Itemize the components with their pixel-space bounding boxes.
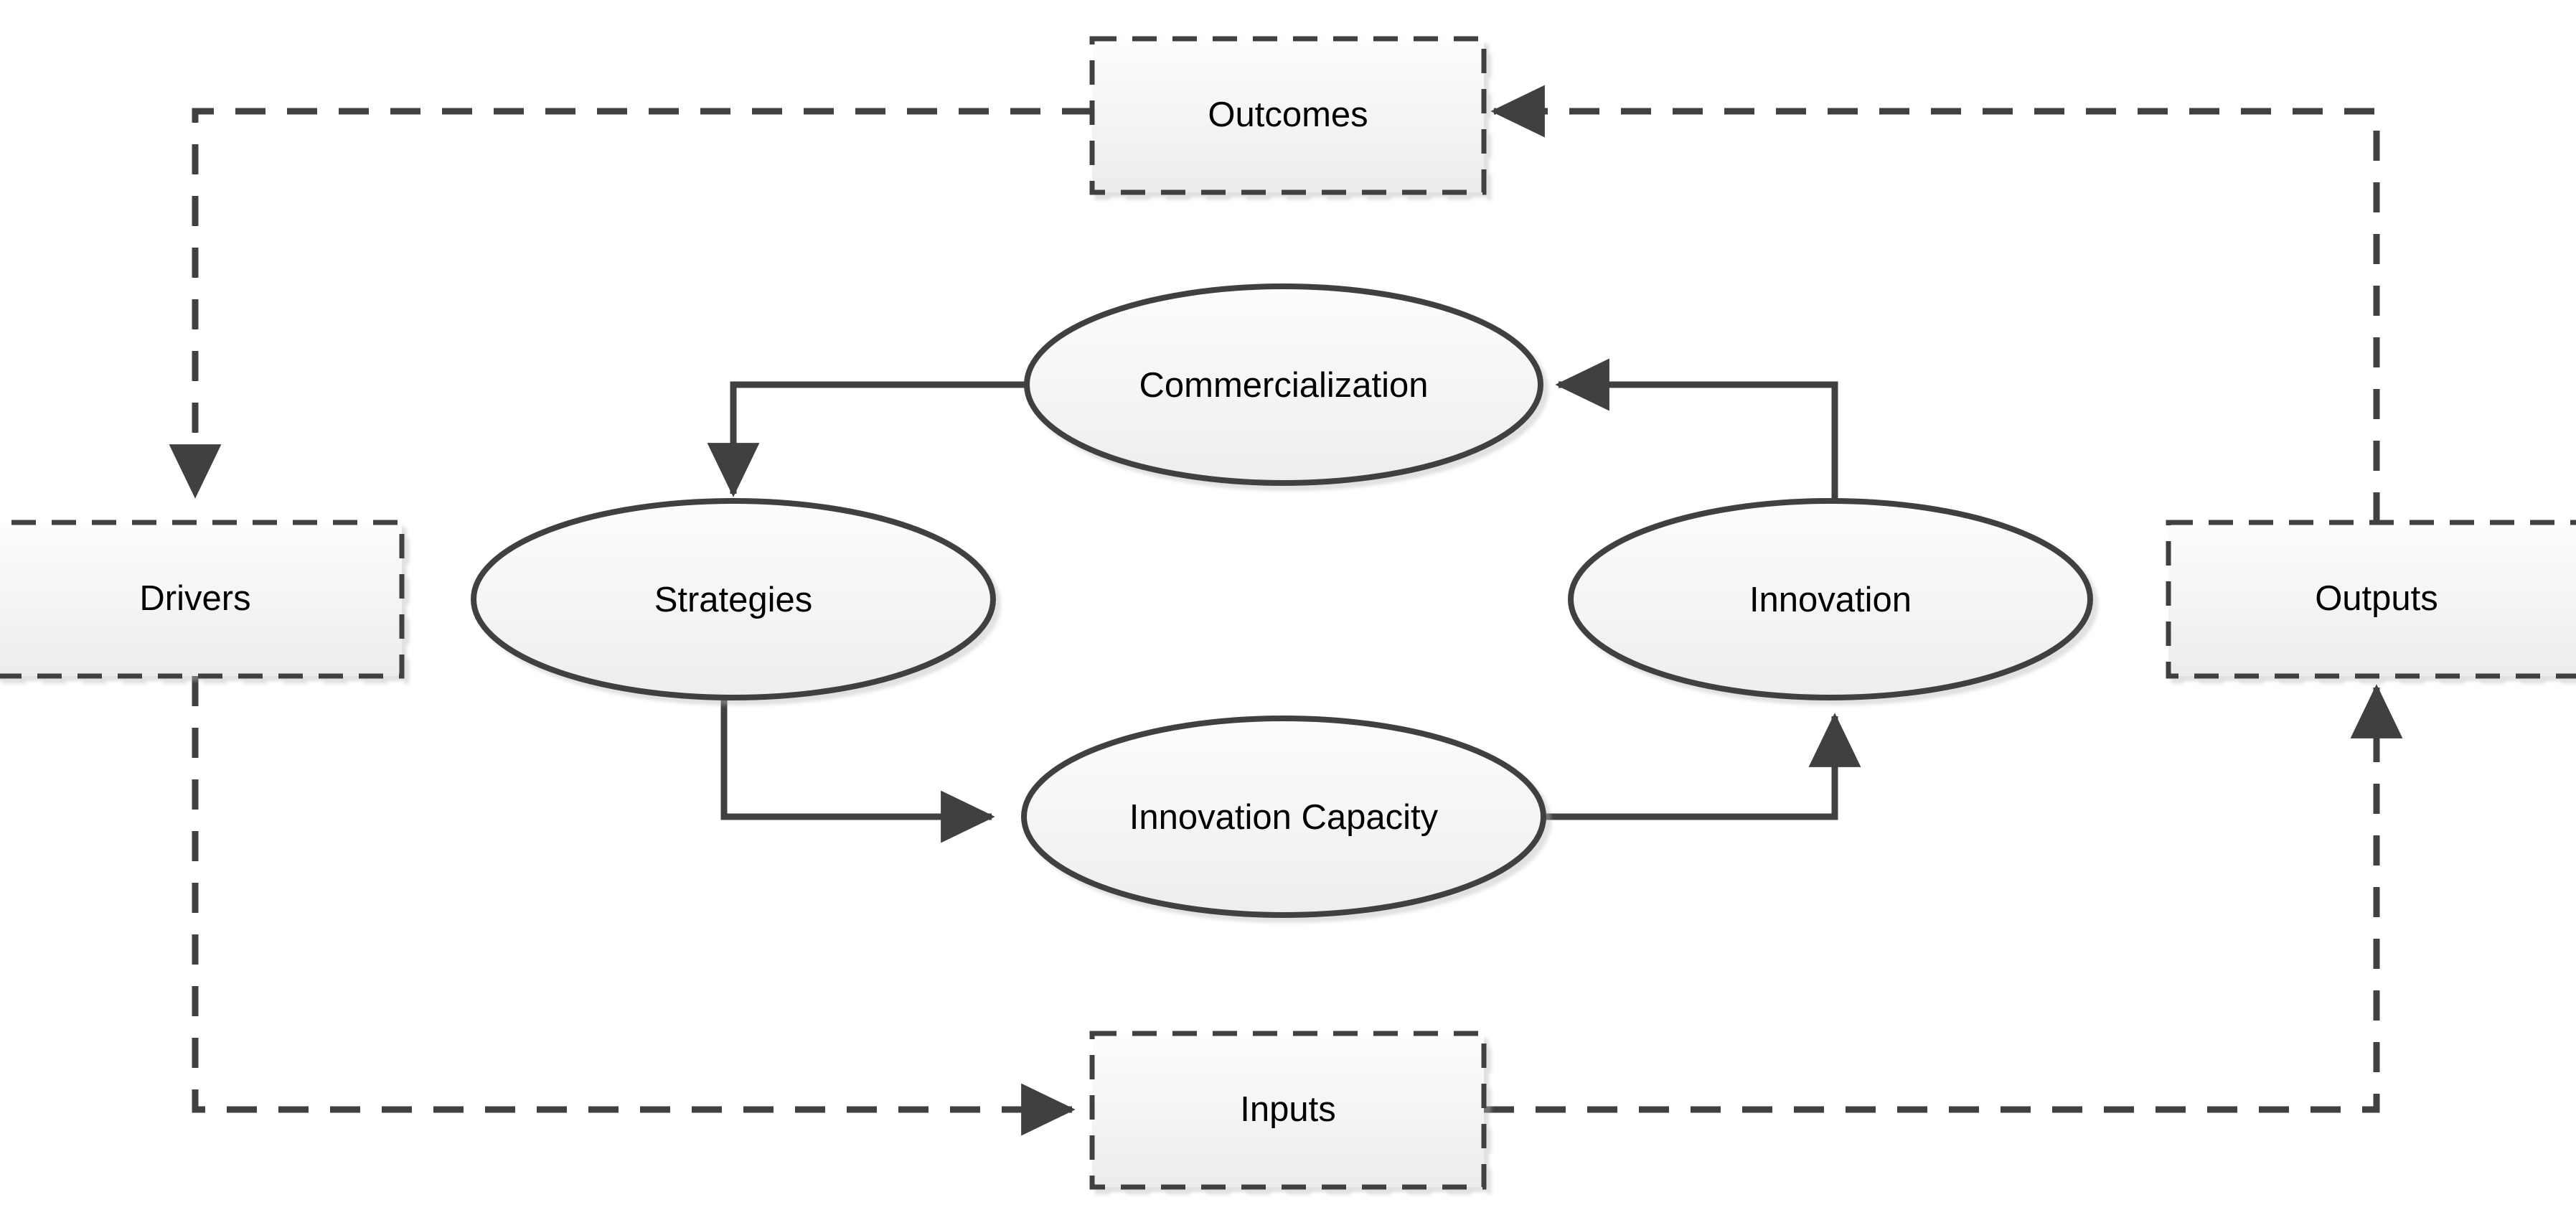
ellipse-innovation-capacity-shape[interactable]	[1021, 716, 1546, 918]
box-outcomes-shape[interactable]	[1089, 36, 1487, 195]
box-drivers[interactable]: Drivers	[0, 520, 405, 679]
connection-outcomes-to-drivers	[169, 108, 1092, 499]
box-inputs-shape[interactable]	[1089, 1031, 1487, 1190]
dashed-loop-connectors	[169, 85, 2403, 1136]
connection-innovation-capacity-to-innovation	[1543, 713, 1861, 820]
connection-inputs-to-outputs	[1484, 684, 2403, 1113]
connection-strategies-to-innovation-capacity	[720, 698, 995, 843]
ellipse-strategies[interactable]: Strategies	[471, 498, 996, 700]
connection-innovation-to-commercialization	[1555, 358, 1838, 501]
connection-outputs-to-outcomes	[1490, 85, 2380, 522]
box-outputs[interactable]: Outputs	[2166, 520, 2576, 679]
box-drivers-shape[interactable]	[0, 520, 405, 679]
ellipse-innovation-capacity[interactable]: Innovation Capacity	[1021, 716, 1546, 918]
ellipse-commercialization-shape[interactable]	[1024, 283, 1543, 486]
box-outcomes[interactable]: Outcomes	[1089, 36, 1487, 195]
connection-drivers-to-inputs	[192, 676, 1076, 1136]
solid-cycle-connectors	[707, 358, 1861, 843]
ellipse-commercialization[interactable]: Commercialization	[1024, 283, 1543, 486]
connection-commercialization-to-strategies	[707, 381, 1029, 497]
ellipse-strategies-shape[interactable]	[471, 498, 996, 700]
ellipse-innovation-shape[interactable]	[1568, 498, 2093, 700]
ellipse-innovation[interactable]: Innovation	[1568, 498, 2093, 700]
box-inputs[interactable]: Inputs	[1089, 1031, 1487, 1190]
box-outputs-shape[interactable]	[2166, 520, 2576, 679]
